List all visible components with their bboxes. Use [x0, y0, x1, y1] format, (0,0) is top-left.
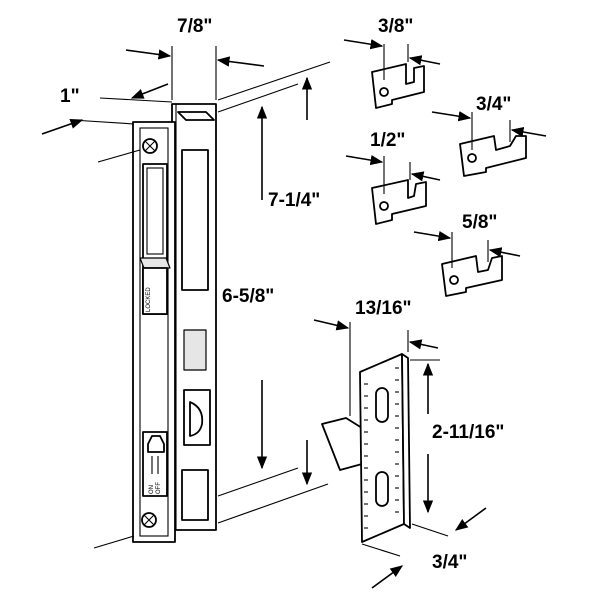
keeper	[321, 353, 411, 543]
dim-hook-b: 3/4"	[476, 94, 511, 115]
off-label: OFF	[156, 482, 162, 494]
hook-3-4: 3/4"	[431, 94, 547, 177]
keeper-upper-slot	[375, 387, 389, 423]
latch-dimensions: 7/8" 1" 7-1/4" 6-5/8"	[41, 16, 331, 549]
hook-1-2: 1/2"	[345, 130, 441, 225]
hook-3-4-hole	[467, 153, 477, 163]
hook-1-2-body	[371, 179, 427, 225]
latch-hook-side	[189, 401, 204, 437]
hook-3-8: 3/8"	[343, 16, 441, 109]
keeper-plate	[359, 353, 405, 543]
dim-hook-a: 3/8"	[378, 16, 413, 37]
hook-5-8-body	[441, 255, 503, 297]
hook-3-8-body	[371, 63, 425, 109]
lock-switch-knob	[147, 435, 165, 453]
latch-body: LOCKED ON OFF	[132, 103, 217, 543]
dim-keeper-width: 3/4"	[432, 552, 467, 573]
keeper-hook	[321, 417, 363, 471]
dim-keeper-depth: 13/16"	[355, 298, 412, 319]
hook-5-8-hole	[449, 275, 459, 285]
hook-5-8: 5/8"	[413, 212, 521, 297]
dim-hole-spacing: 6-5/8"	[222, 286, 274, 307]
hook-3-8-hole	[379, 87, 389, 97]
on-label: ON	[149, 485, 155, 494]
dim-plate-width: 1"	[60, 86, 80, 107]
hook-3-4-body	[459, 135, 527, 177]
hook-1-2-hole	[379, 201, 389, 211]
keeper-lower-slot	[375, 471, 389, 507]
dim-body-depth: 7/8"	[177, 16, 212, 37]
keeper-dimensions: 13/16" 2-11/16" 3/4"	[313, 298, 504, 589]
lever-body	[142, 267, 168, 315]
dim-overall-height: 7-1/4"	[268, 190, 320, 211]
latch-top-edge	[177, 111, 215, 121]
lever-top	[139, 257, 171, 269]
keeper-plate-edge	[401, 353, 411, 529]
dim-hook-c: 1/2"	[370, 130, 405, 151]
latch-side-lower	[181, 469, 209, 521]
locked-label: LOCKED	[146, 287, 152, 312]
dim-hook-d: 5/8"	[462, 212, 497, 233]
dim-keeper-height: 2-11/16"	[432, 422, 504, 443]
latch-side-block	[183, 329, 207, 371]
latch-side-recess	[181, 149, 209, 291]
